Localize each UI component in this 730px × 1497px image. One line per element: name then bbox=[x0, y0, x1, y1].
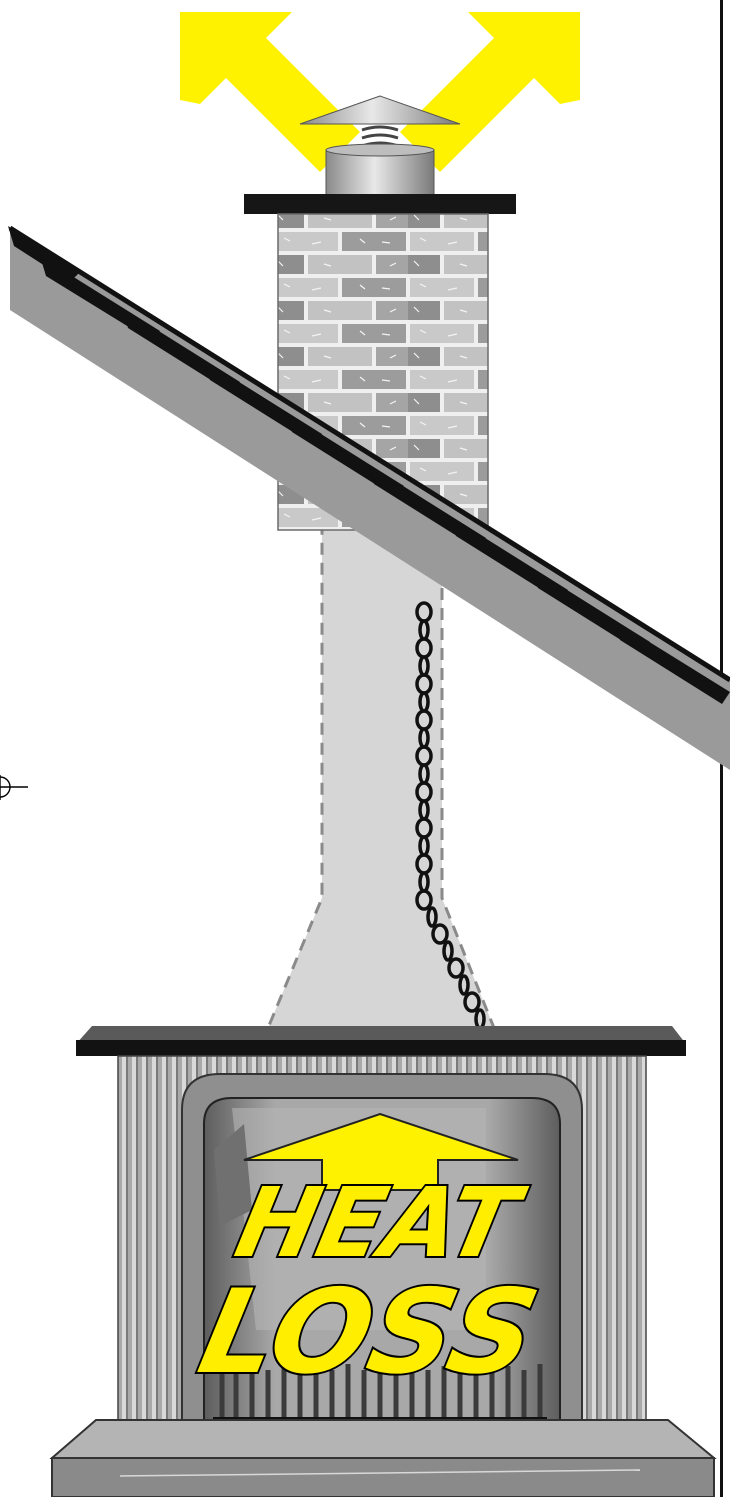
loss-label: LOSS bbox=[189, 1264, 549, 1399]
chimney-crown bbox=[244, 194, 516, 214]
hearth bbox=[52, 1420, 714, 1497]
flue-duct bbox=[268, 528, 494, 1028]
registration-mark-icon bbox=[0, 775, 28, 800]
heat-label: HEAT bbox=[227, 1167, 534, 1279]
mantel-shelf bbox=[76, 1040, 686, 1056]
